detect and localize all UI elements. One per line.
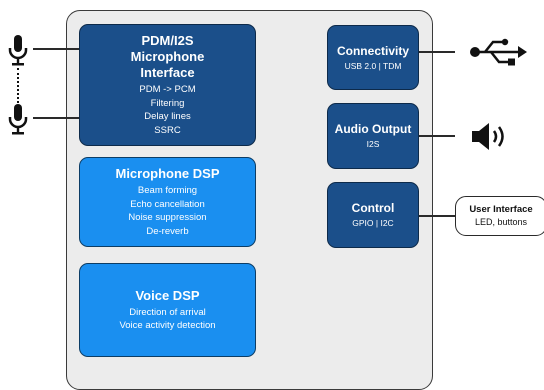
block-title: Microphone [130,49,205,64]
block-title: Interface [140,65,195,80]
control-line [419,215,455,217]
block-item: Filtering [150,97,185,109]
audio-line [419,135,455,137]
block-item: Voice activity detection [119,320,216,331]
user-interface-sub: LED, buttons [474,217,528,227]
usb-line [419,51,455,53]
speaker-icon [471,122,511,152]
control-block: Control GPIO | I2C [327,182,419,248]
pdm-i2s-interface-block: PDM/I2S Microphone Interface PDM -> PCM … [79,24,256,146]
block-item: De-reverb [146,225,189,237]
microphone-array-dots [17,68,21,103]
block-sub: I2S [366,139,380,150]
block-title: Voice DSP [135,287,200,303]
mic-line-bottom [33,117,79,119]
block-title: Audio Output [334,122,412,137]
connectivity-block: Connectivity USB 2.0 | TDM [327,25,419,90]
microphone-icon [7,34,29,68]
block-item: Echo cancellation [130,198,205,210]
block-item: SSRC [154,124,181,136]
usb-icon [469,38,529,68]
mic-line-top [33,48,79,50]
user-interface-title: User Interface [469,204,533,215]
voice-dsp-block: Voice DSP Direction of arrival Voice act… [79,263,256,357]
block-item: Beam forming [137,185,198,196]
block-title: Microphone DSP [115,166,220,181]
block-sub: USB 2.0 | TDM [344,60,402,71]
block-sub: GPIO | I2C [352,218,394,229]
block-item: Noise suppression [128,212,207,223]
block-item: PDM -> PCM [139,84,196,95]
microphone-dsp-block: Microphone DSP Beam forming Echo cancell… [79,157,256,247]
audio-output-block: Audio Output I2S [327,103,419,169]
block-title: Connectivity [336,43,409,58]
block-item: Direction of arrival [129,306,206,318]
block-item: Delay lines [144,111,191,122]
microphone-icon [7,103,29,137]
user-interface-box: User Interface LED, buttons [455,196,544,236]
block-title: PDM/I2S [141,33,194,48]
block-title: Control [351,201,395,216]
